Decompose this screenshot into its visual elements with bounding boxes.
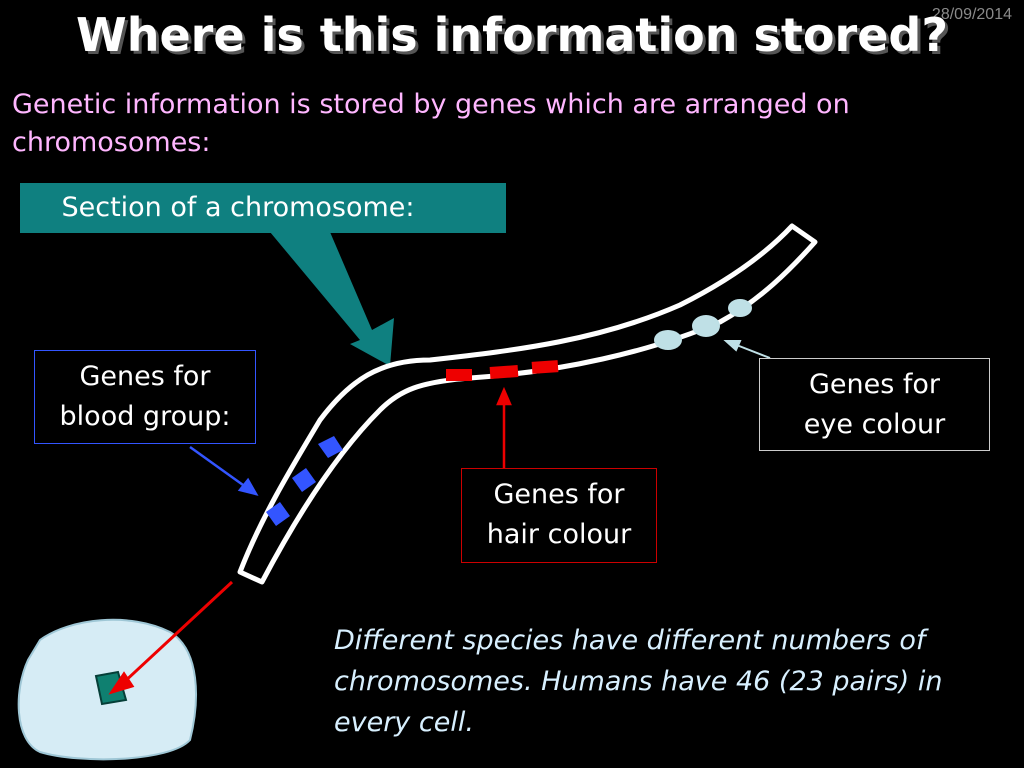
blood-label-line-1: Genes for (79, 361, 211, 392)
eye-label-line-1: Genes for (808, 369, 941, 400)
species-text: Different species have different numbers… (334, 625, 943, 738)
blood-gene-band (266, 502, 290, 526)
eye-label-line-2: eye colour (803, 409, 946, 440)
intro-text: Genetic information is stored by genes w… (12, 89, 850, 158)
hair-pointer (496, 386, 512, 468)
blood-gene-band (292, 468, 316, 492)
blood-label-line-2: blood group: (59, 401, 231, 432)
slide-title: Where is this information stored? (75, 8, 949, 62)
hair-gene-band (489, 365, 519, 379)
blood-pointer (189, 445, 259, 496)
eye-gene-band (654, 330, 682, 350)
hair-gene-band (446, 369, 472, 381)
blood-group-genes (266, 436, 343, 526)
eye-gene-band (692, 315, 720, 337)
eye-pointer (723, 340, 771, 359)
hair-colour-genes (446, 360, 559, 381)
hair-label-line-2: hair colour (486, 519, 632, 550)
eye-gene-band (728, 299, 752, 317)
blood-group-label: Genes for blood group: (34, 350, 256, 444)
section-label: Section of a chromosome: (20, 183, 506, 233)
date-stamp: 28/09/2014 (931, 6, 1012, 23)
chromosome-outline (237, 223, 818, 585)
cell-pointer (108, 580, 234, 695)
hair-label-line-1: Genes for (493, 479, 625, 510)
eye-colour-genes (654, 299, 752, 350)
hair-colour-label: Genes for hair colour (461, 468, 657, 563)
hair-gene-band (531, 360, 559, 374)
eye-colour-label: Genes for eye colour (759, 358, 990, 451)
section-pointer-arrow (270, 232, 394, 366)
blood-gene-band (318, 436, 343, 458)
